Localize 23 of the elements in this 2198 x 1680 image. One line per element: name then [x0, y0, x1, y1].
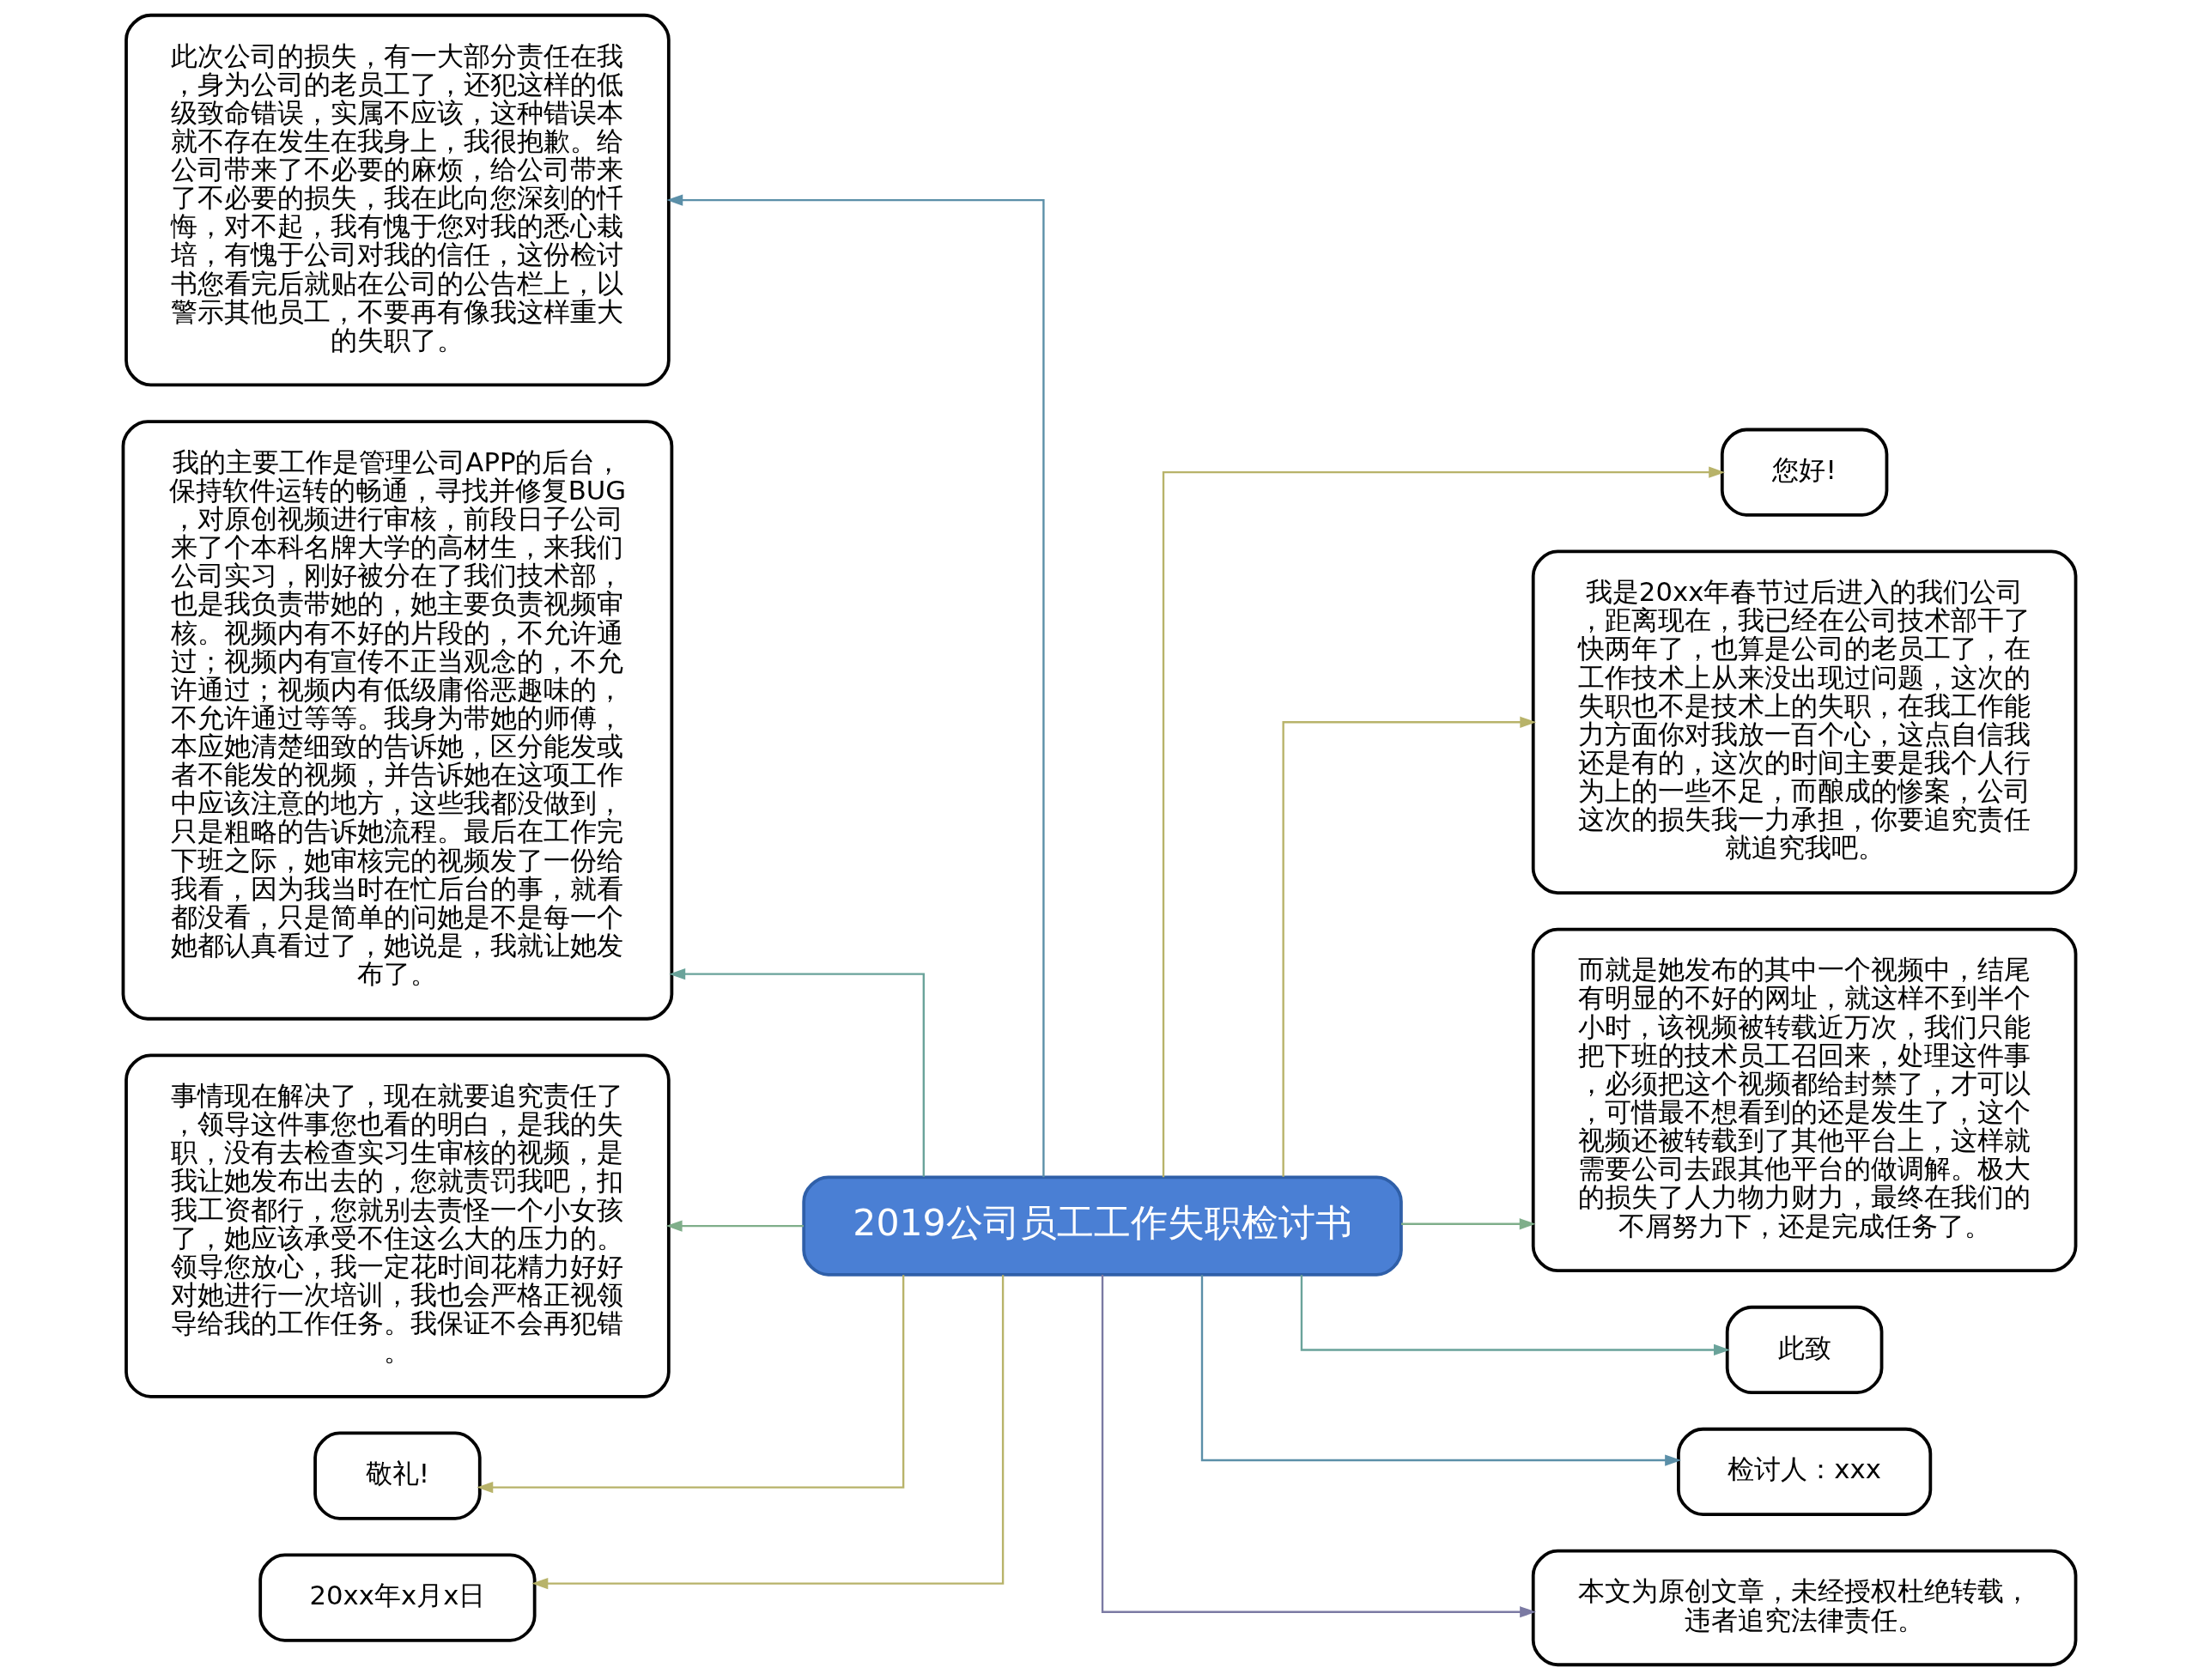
node-box: 检讨人：xxx [1676, 1427, 1932, 1517]
arrow [1400, 1218, 1536, 1230]
node-box: 您好! [1720, 428, 1888, 517]
arrow [665, 194, 1045, 1178]
node-box: 我是20xx年春节过后进入的我们公司，距离现在，我已经在公司技术部干了快两年了，也算是公司的老员工了，在工作技术上从来没出现过问题，这次的失职也不是技术上的失职，在我工作能力方面你对我放一百个心，这点自信我还是有的，这次的时间主要是我个人行为上的一些不足，而酿成的惨案，公司这次的损失我一力承担，你要追究责任就追究我吧。 [1531, 549, 2077, 895]
arrow [1101, 1275, 1536, 1618]
arrow [1300, 1275, 1730, 1356]
node-box: 而就是她发布的其中一个视频中，结尾有明显的不好的网址，就这样不到半个小时，该视频被转载近万次，我们只能把下班的技术员工召回来，处理这件事，必须把这个视频都给封禁了，才可以，可惜最不想看到的还是发生了，这个视频还被转载到了其他平台上，这样就需要公司去跟其他平台的做调解。极大的损失了人力物力财力，最终在我们的不屑努力下，还是完成任务了。 [1531, 927, 2077, 1273]
arrow [668, 968, 925, 1177]
arrow [665, 1220, 804, 1232]
arrow [476, 1275, 904, 1494]
node-box: 我的主要工作是管理公司APP的后台，保持软件运转的畅通，寻找并修复BUG，对原创视频进行审核，前段日子公司来了个本科名牌大学的高材生，来我们公司实习，刚好被分在了我们技术部，也是我负责带她的，她主要负责视频审核。视频内有不好的片段的，不允许通过；视频内有宣传不正当观念的，不允许通过；视频内有低级庸俗恶趣味的，不允许通过等等。我身为带她的师傅，本应她清楚细致的告诉她，区分能发或者不能发的视频，并告诉她在这项工作中应该注意的地方，这些我都没做到，只是粗略的告诉她流程。最后在工作完下班之际，她审核完的视频发了一份给我看，因为我当时在忙后台的事，就看都没看，只是简单的问她是不是每一个她都认真看过了，她说是，我就让她发布了。 [121, 420, 673, 1021]
arrow [1200, 1275, 1681, 1466]
node-box: 敬礼! [313, 1431, 482, 1520]
node-box: 本文为原创文章，未经授权杜绝转载，违者追究法律责任。 [1531, 1549, 2077, 1667]
arrow [1162, 466, 1725, 1178]
node-box: 此致 [1725, 1305, 1883, 1395]
node-box: 此次公司的损失，有一大部分责任在我，身为公司的老员工了，还犯这样的低级致命错误，实属不应该，这种错误本就不存在发生在我身上，我很抱歉。给公司带来了不必要的麻烦，给公司带来了不必要的损失，我在此向您深刻的忏悔，对不起，我有愧于您对我的悉心栽培，有愧于公司对我的信任，这份检讨书您看完后就贴在公司的公告栏上，以警示其他员工，不要再有像我这样重大的失职了。 [124, 13, 671, 387]
node-box: 20xx年x月x日 [258, 1553, 537, 1642]
node-box: 事情现在解决了，现在就要追究责任了，领导这件事您也看的明白，是我的失职，没有去检查实习生审核的视频，是我让她发布出去的，您就责罚我吧，扣我工资都行，您就别去责怪一个小女孩了，她应该承受不住这么大的压力的。领导您放心，我一定花时间花精力好好对她进行一次培训，我也会严格正视领导给我的工作任务。我保证不会再犯错。 [124, 1053, 671, 1398]
arrow [531, 1275, 1004, 1590]
node-box: 2019公司员工工作失职检讨书 [801, 1175, 1403, 1277]
arrow [1281, 716, 1536, 1177]
